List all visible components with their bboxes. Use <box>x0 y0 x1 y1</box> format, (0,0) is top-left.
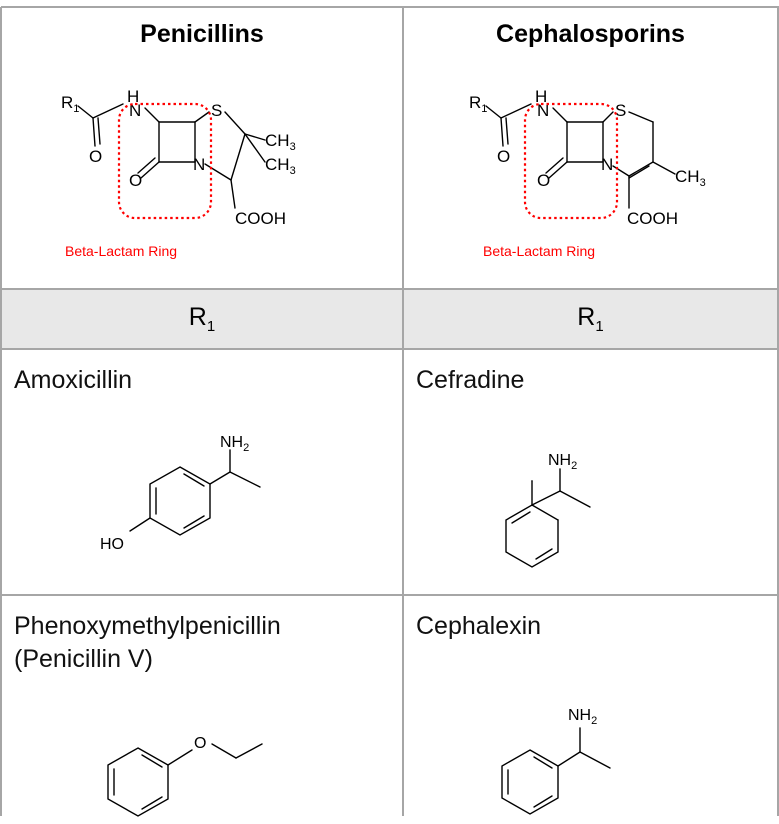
amoxicillin-name: Amoxicillin <box>14 366 133 394</box>
penicillin-v-o-label: O <box>194 735 206 752</box>
pen-s-label: S <box>211 101 222 120</box>
cephalosporin-core-structure: R1 H N O O N S CH3 COOH Beta-Lactam Ring <box>469 87 706 259</box>
amoxicillin-ho-label: HO <box>100 536 124 553</box>
pen-ch3-a-label: CH3 <box>265 131 296 153</box>
ceph-o-lactam-label: O <box>537 171 550 190</box>
cephalexin-name: Cephalexin <box>416 612 542 640</box>
penicillin-v-side-chain: O <box>107 735 263 817</box>
ceph-n-ring-label: N <box>601 155 613 174</box>
ceph-o-amide-label: O <box>497 147 510 166</box>
r1-header-right: R1 <box>577 303 604 335</box>
cefradine-nh2-label: NH2 <box>548 452 577 472</box>
pen-beta-lactam-label: Beta-Lactam Ring <box>65 243 177 259</box>
ceph-r1-label: R1 <box>469 93 487 115</box>
penicillin-v-name: Phenoxymethylpenicillin (Penicillin V) <box>14 610 281 676</box>
pen-r1-label: R1 <box>61 93 79 115</box>
cephalexin-nh2-label: NH2 <box>568 707 597 727</box>
cephalexin-side-chain: NH2 <box>501 707 611 815</box>
ceph-h-label: H <box>535 87 547 106</box>
amoxicillin-nh2-label: NH2 <box>220 434 249 454</box>
cefradine-side-chain: NH2 <box>505 452 591 568</box>
pen-n-amide-label: N <box>129 101 141 120</box>
ceph-ch3-label: CH3 <box>675 167 706 189</box>
cefradine-name: Cefradine <box>416 366 525 394</box>
cephalosporins-title: Cephalosporins <box>496 20 685 48</box>
ceph-n-amide-label: N <box>537 101 549 120</box>
pen-o-lactam-label: O <box>129 171 142 190</box>
penicillin-v-name-line2: (Penicillin V) <box>14 645 153 673</box>
pen-o-amide-label: O <box>89 147 102 166</box>
pen-ch3-b-label: CH3 <box>265 155 296 177</box>
ceph-cooh-label: COOH <box>627 209 678 228</box>
amoxicillin-side-chain: NH2 HO <box>100 434 261 553</box>
pen-cooh-label: COOH <box>235 209 286 228</box>
r1-header-left: R1 <box>188 303 216 335</box>
ceph-beta-lactam-highlight <box>523 102 619 220</box>
ceph-beta-lactam-label: Beta-Lactam Ring <box>483 243 595 259</box>
pen-n-ring-label: N <box>193 155 205 174</box>
penicillin-v-name-line1: Phenoxymethylpenicillin <box>14 612 281 640</box>
pen-beta-lactam-highlight <box>117 102 213 220</box>
r1-header-row <box>0 289 779 349</box>
penicillin-core-structure: R1 H N O O N S CH3 CH3 COOH Beta-Lactam … <box>61 87 296 259</box>
ceph-s-label: S <box>615 101 626 120</box>
penicillins-title: Penicillins <box>140 20 264 48</box>
pen-h-label: H <box>127 87 139 106</box>
